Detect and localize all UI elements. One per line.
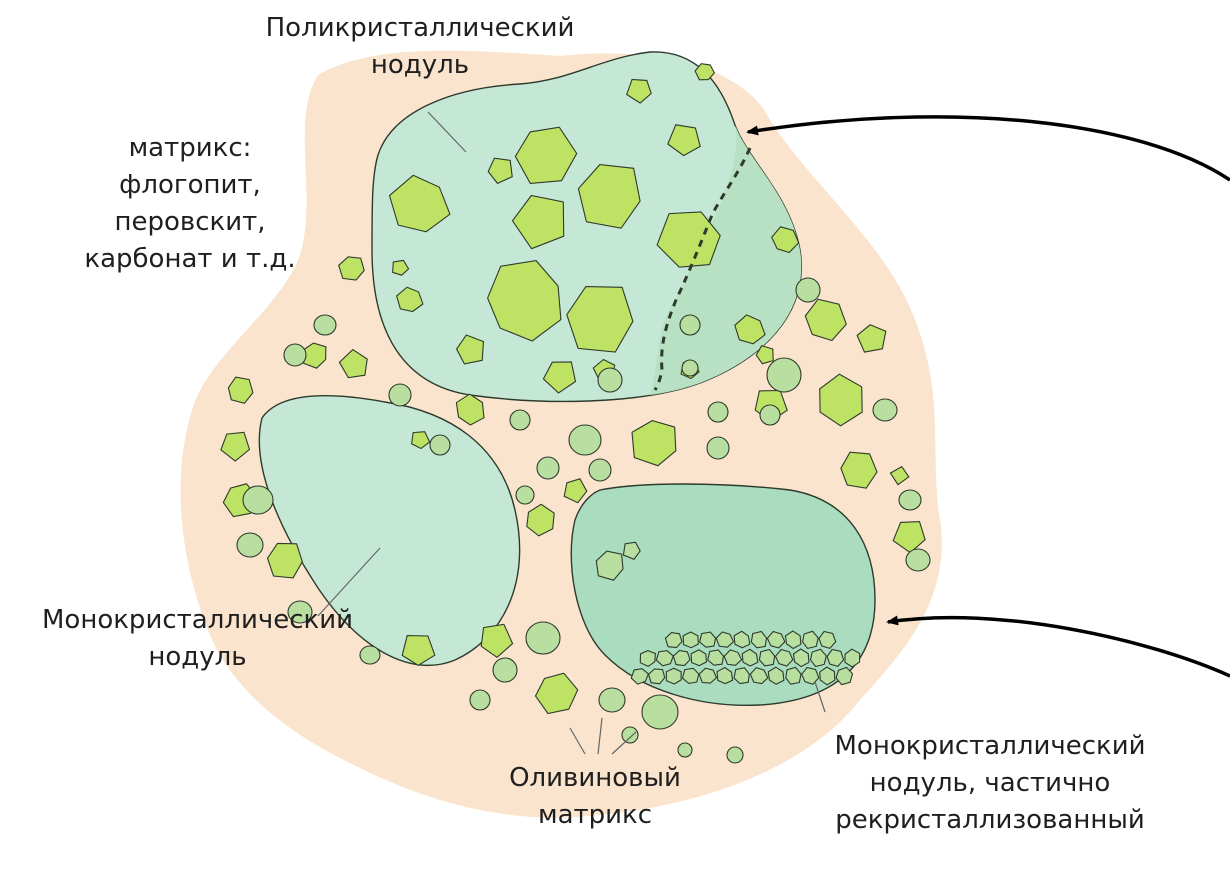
rounded-olivine-grain bbox=[569, 425, 601, 455]
arrow-to-poly-nodule bbox=[748, 117, 1230, 180]
rounded-olivine-grain bbox=[284, 344, 306, 366]
rounded-olivine-grain bbox=[598, 368, 622, 392]
label-matrix-line3: перовскит, bbox=[20, 204, 360, 241]
recrystallized-grain bbox=[666, 668, 681, 684]
label-monocrystalline-nodule: Монокристаллический нодуль bbox=[0, 602, 395, 676]
label-matrix-line1: матрикс: bbox=[20, 130, 360, 167]
rounded-olivine-grain bbox=[237, 533, 263, 557]
rounded-olivine-grain bbox=[682, 360, 698, 376]
rounded-olivine-grain bbox=[526, 622, 560, 654]
rounded-olivine-grain bbox=[678, 743, 692, 757]
label-monorec-line2: нодуль, частично bbox=[775, 765, 1205, 802]
rounded-olivine-grain bbox=[899, 490, 921, 510]
label-poly-line2: нодуль bbox=[210, 47, 630, 84]
label-olivine-line2: матрикс bbox=[445, 797, 745, 834]
recrystallized-grain bbox=[683, 632, 698, 648]
rounded-olivine-grain bbox=[243, 486, 273, 514]
rounded-olivine-grain bbox=[537, 457, 559, 479]
rounded-olivine-grain bbox=[760, 405, 780, 425]
rounded-olivine-grain bbox=[470, 690, 490, 710]
rounded-olivine-grain bbox=[708, 402, 728, 422]
label-olivine-matrix: Оливиновый матрикс bbox=[445, 760, 745, 834]
rounded-olivine-grain bbox=[622, 727, 638, 743]
label-monocrystalline-recrystallized: Монокристаллический нодуль, частично рек… bbox=[775, 728, 1205, 839]
label-mono-line2: нодуль bbox=[0, 639, 395, 676]
rounded-olivine-grain bbox=[642, 695, 678, 729]
rounded-olivine-grain bbox=[707, 437, 729, 459]
rounded-olivine-grain bbox=[589, 459, 611, 481]
rounded-olivine-grain bbox=[873, 399, 897, 421]
label-olivine-line1: Оливиновый bbox=[445, 760, 745, 797]
rounded-olivine-grain bbox=[314, 315, 336, 335]
rounded-olivine-grain bbox=[516, 486, 534, 504]
label-polycrystalline-nodule: Поликристаллический нодуль bbox=[210, 10, 630, 84]
label-monorec-line3: рекристаллизованный bbox=[775, 802, 1205, 839]
arrow-to-mono-nodule bbox=[888, 618, 1230, 676]
label-mono-line1: Монокристаллический bbox=[0, 602, 395, 639]
label-monorec-line1: Монокристаллический bbox=[775, 728, 1205, 765]
rounded-olivine-grain bbox=[796, 278, 820, 302]
rounded-olivine-grain bbox=[430, 435, 450, 455]
label-matrix: матрикс: флогопит, перовскит, карбонат и… bbox=[20, 130, 360, 278]
rounded-olivine-grain bbox=[767, 358, 801, 392]
rounded-olivine-grain bbox=[680, 315, 700, 335]
label-matrix-line4: карбонат и т.д. bbox=[20, 241, 360, 278]
label-matrix-line2: флогопит, bbox=[20, 167, 360, 204]
rounded-olivine-grain bbox=[906, 549, 930, 571]
label-poly-line1: Поликристаллический bbox=[210, 10, 630, 47]
rounded-olivine-grain bbox=[599, 688, 625, 712]
rounded-olivine-grain bbox=[389, 384, 411, 406]
rounded-olivine-grain bbox=[510, 410, 530, 430]
rounded-olivine-grain bbox=[493, 658, 517, 682]
